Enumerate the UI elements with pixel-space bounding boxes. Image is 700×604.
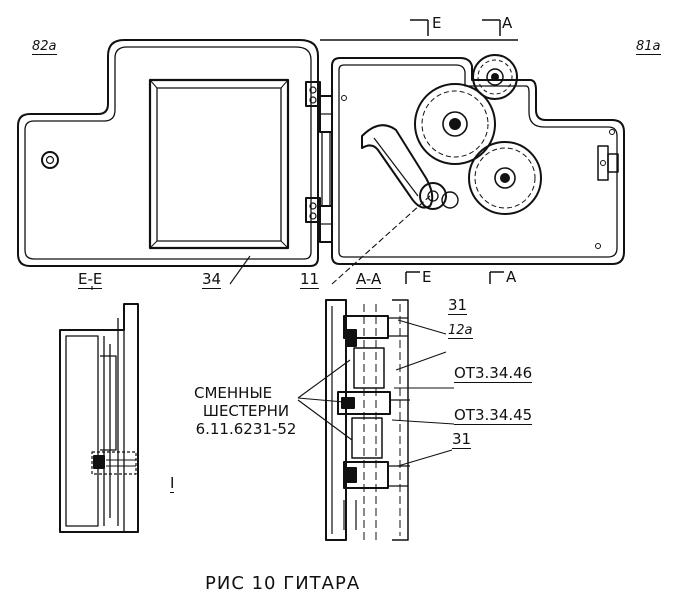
label-view-mark: I [170,474,175,493]
label-section-aa: A-A [356,270,382,289]
label-section-ee: E-E [78,270,103,289]
label-part-31-top: 31 [448,296,468,315]
left-cover-outline [17,39,319,267]
label-cut-e-top: E [432,14,442,32]
label-part-ot-3346: ОТ3.34.46 [454,364,533,383]
gear-medium [468,141,542,215]
left-cover-hole [41,151,59,169]
replaceable-gears-note: СМЕННЫЕ ШЕСТЕРНИ 6.11.6231-52 [190,384,302,438]
figure-caption: РИС 10 ГИТАРА [205,573,361,594]
swing-arm [361,124,459,210]
left-cover-window [148,78,290,250]
note-line-2: ШЕСТЕРНИ [202,402,290,420]
hinge-top [305,81,333,133]
right-cover-outline [331,57,625,265]
note-line-1: СМЕННЫЕ [194,384,273,402]
label-82a: 82a [32,39,57,55]
label-cut-e-bottom: E [422,268,432,286]
label-part-31-bottom: 31 [452,430,472,449]
label-part-34: 34 [202,270,222,289]
label-cut-a-top: A [502,14,513,32]
right-cover-bracket [597,145,619,181]
gear-large [414,83,496,165]
label-81a: 81a [636,39,661,55]
label-cut-a-bottom: A [506,268,517,286]
label-part-12a: 12a [448,323,473,339]
label-part-11: 11 [300,270,320,289]
gear-small [472,54,518,100]
cut-line-top [320,19,518,41]
leader-lines [91,195,455,467]
note-line-3: 6.11.6231-52 [195,420,297,438]
hinge-bottom [305,197,333,243]
section-ee-view [59,303,139,533]
cut-line-bottom [405,271,504,284]
label-part-ot-3345: ОТ3.34.45 [454,406,533,425]
